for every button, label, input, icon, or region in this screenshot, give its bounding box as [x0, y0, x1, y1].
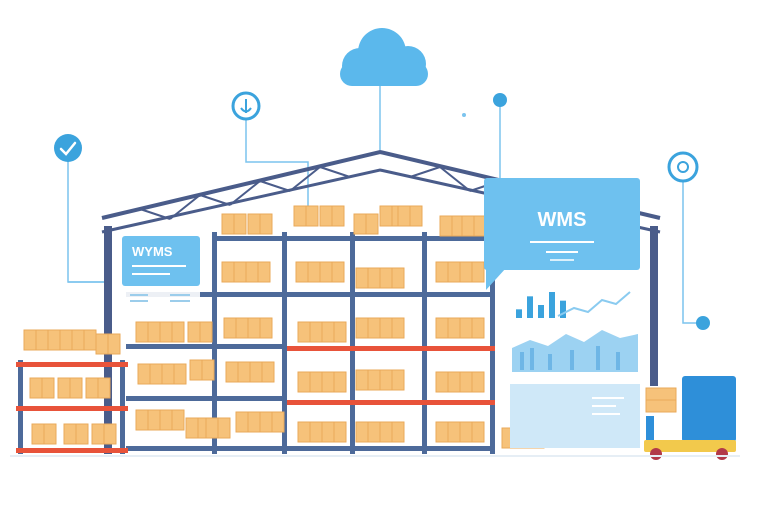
- wms-panel: WMS: [484, 178, 640, 290]
- dot-node-icon: [493, 93, 507, 107]
- connector-line: [682, 182, 702, 324]
- bar: [538, 305, 544, 318]
- bar: [516, 309, 522, 318]
- box-stack: [221, 205, 487, 237]
- dot-node-icon: [696, 316, 710, 330]
- info-card: [510, 384, 640, 448]
- bar: [549, 292, 555, 318]
- bar-series: [516, 292, 566, 318]
- box-stack: [135, 409, 545, 449]
- gear-node-icon: [667, 151, 699, 183]
- cloud-icon: [340, 28, 428, 86]
- dot-node-icon: [462, 113, 466, 117]
- box-stack: [137, 359, 485, 393]
- area-series: [512, 330, 638, 372]
- wyms-panel: WYMS: [122, 236, 200, 306]
- pallet-truck-icon: [644, 376, 736, 460]
- analytics-chart: [510, 291, 640, 448]
- box-stack: [135, 317, 485, 343]
- anchor-node-icon: [231, 91, 261, 121]
- main-shelving-rack: [126, 205, 545, 454]
- bar: [527, 296, 533, 318]
- wyms-label: WYMS: [132, 244, 173, 259]
- wms-label: WMS: [538, 209, 587, 231]
- left-shelving-rack: [16, 329, 128, 454]
- connection-lines: [67, 86, 702, 324]
- bar: [560, 300, 566, 318]
- connector-line: [67, 160, 110, 283]
- trend-line: [557, 291, 631, 317]
- checkmark-node-icon: [54, 134, 82, 162]
